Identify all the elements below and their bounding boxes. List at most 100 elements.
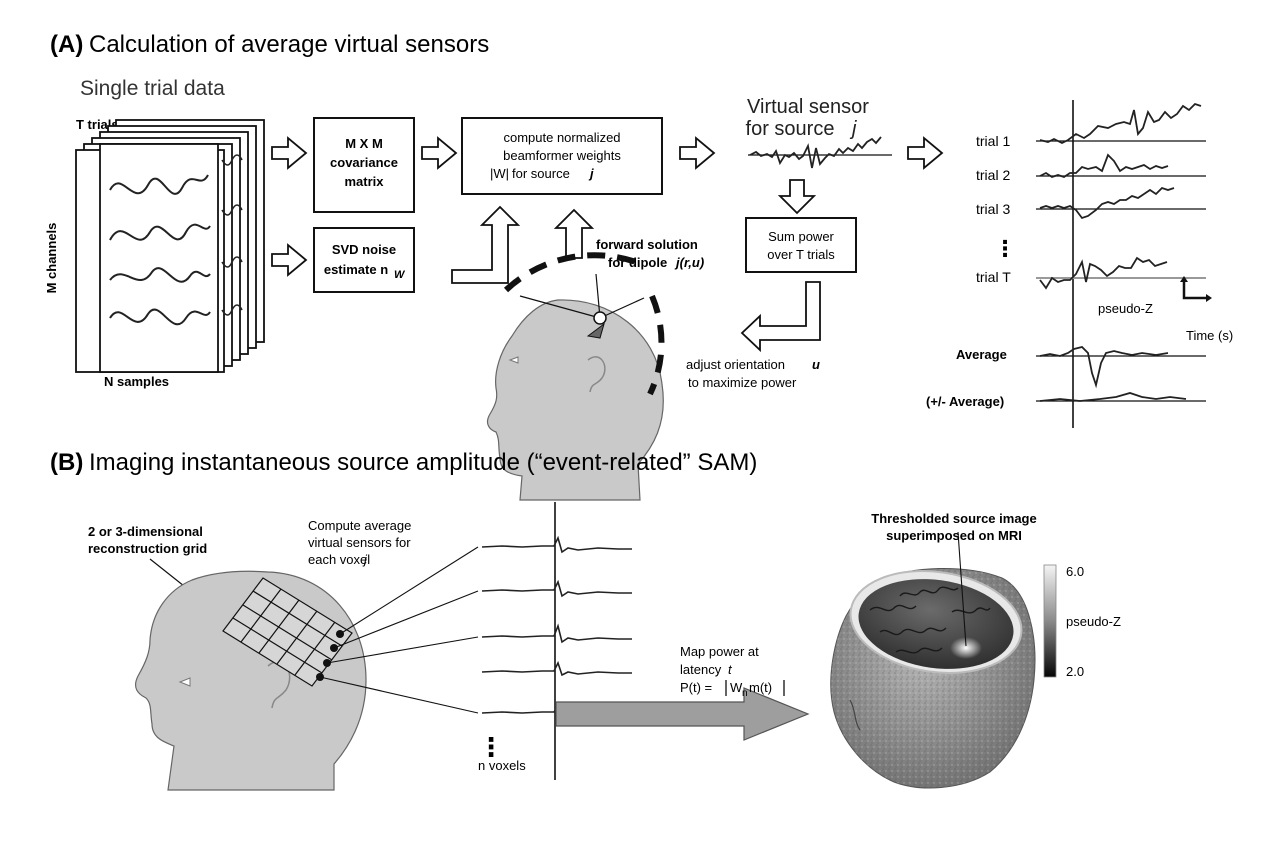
thresh-line: superimposed on MRI: [886, 528, 1022, 543]
arrow-elbow-left: [740, 281, 821, 353]
trial-label: trial 1: [976, 133, 1010, 149]
cov-box-line: covariance: [330, 155, 398, 170]
voxel-traces: ⋮ n voxels: [478, 502, 632, 780]
formula-prefix: P(t) =: [680, 680, 712, 695]
sensor-ray: [599, 297, 645, 319]
arrow-right: [679, 136, 716, 170]
trial-trace: [1039, 256, 1168, 290]
trials-column: trial 1 trial 2 trial 3 ⋮ trial T pseudo…: [926, 100, 1233, 428]
source-hotspot: [950, 637, 982, 659]
voxel-vdots: ⋮: [478, 732, 504, 762]
svd-box-line: SVD noise: [332, 242, 396, 257]
channel-wave: [109, 223, 211, 241]
scale-bar-icon: [1182, 278, 1208, 300]
voxel-trace: [481, 535, 632, 554]
arrow-right: [271, 136, 308, 170]
compute-line: each voxel: [308, 552, 370, 567]
average-trace: [1039, 346, 1169, 389]
pseudo-z-label: pseudo-Z: [1098, 301, 1153, 316]
average-label: Average: [956, 347, 1007, 362]
sensor-ray: [595, 273, 601, 319]
scale-arrow-up-icon: [1180, 276, 1188, 282]
dipole-icon: [593, 311, 607, 325]
vs-line: for source: [746, 118, 835, 140]
virtual-sensor-label: Virtual sensor for source j: [746, 96, 870, 140]
map-label: Map power at latency t P(t) = W n m(t): [680, 644, 785, 699]
brain-sulci: [869, 586, 991, 654]
arrow-elbow-up: [451, 205, 521, 284]
forward-line: forward solution: [596, 237, 698, 252]
eye-icon: [178, 677, 191, 687]
head-profile-a: [486, 252, 665, 501]
adjust-line-ital: u: [812, 357, 820, 372]
trial-label: trial 2: [976, 167, 1010, 183]
map-line: Map power at: [680, 644, 759, 659]
beam-box-line: beamformer weights: [503, 148, 621, 163]
eye-icon: [508, 356, 519, 364]
panel-b-letter: (B): [50, 449, 83, 476]
voxel-trace: [481, 579, 632, 598]
panel-a-title: Calculation of average virtual sensors: [89, 31, 489, 58]
map-line: latency: [680, 662, 722, 677]
arrow-right: [421, 136, 458, 170]
arrow-right: [907, 136, 944, 170]
svd-box: SVD noise estimate n W: [313, 227, 415, 293]
svd-subscript: W: [394, 269, 406, 281]
beam-box-line: compute normalized: [503, 130, 620, 145]
compute-line: Compute average: [308, 518, 411, 533]
trial-stack: [75, 119, 265, 373]
sum-box-line: over T trials: [767, 247, 835, 262]
cov-box-line: matrix: [344, 174, 384, 189]
single-trial-heading: Single trial data: [80, 77, 225, 100]
beamformer-box: compute normalized beamformer weights |W…: [461, 117, 663, 195]
arrows-a: [271, 136, 944, 353]
forward-label: forward solution for dipole j(r,u): [596, 237, 704, 270]
cov-box: M X M covariance matrix: [313, 117, 415, 213]
panel-b-header: (B) Imaging instantaneous source amplitu…: [50, 449, 757, 476]
forward-line: for dipole: [608, 255, 667, 270]
svd-box-line: estimate n: [324, 262, 388, 277]
adjust-label: adjust orientation u to maximize power: [686, 357, 820, 390]
mri-head-render: [830, 531, 1036, 789]
trial-vdots: ⋮: [994, 236, 1016, 261]
panel-a-letter: (A): [50, 31, 83, 58]
compute-label: Compute average virtual sensors for each…: [308, 518, 411, 567]
pm-average-label: (+/- Average): [926, 394, 1004, 409]
time-axis-label: Time (s): [1186, 328, 1233, 343]
colorbar-max: 6.0: [1066, 564, 1084, 579]
beam-j: j: [588, 166, 594, 181]
channel-wave: [109, 267, 211, 283]
trial-sheet-front: [99, 143, 219, 373]
colorbar: 6.0 pseudo-Z 2.0: [1043, 564, 1121, 679]
channel-waves: [109, 174, 211, 326]
virtual-sensor-trace: [748, 136, 892, 169]
n-voxels-label: n voxels: [478, 758, 526, 773]
colorbar-label: pseudo-Z: [1066, 614, 1121, 629]
voxel-leaders: [319, 546, 479, 714]
sum-box: Sum power over T trials: [745, 217, 857, 273]
n-samples-label: N samples: [104, 374, 169, 389]
arrow-down: [777, 179, 817, 215]
thresh-label: Thresholded source image superimposed on…: [871, 511, 1036, 543]
channel-wave: [109, 174, 209, 195]
trial-trace: [1039, 102, 1202, 145]
channel-wave: [109, 308, 211, 326]
reconstruction-grid: [222, 577, 353, 687]
formula-rest: m(t): [749, 680, 772, 695]
back-sheet-waves: [221, 154, 243, 316]
head-silhouette: [486, 299, 664, 501]
voxel-trace: [481, 660, 632, 677]
trial-label: trial 3: [976, 201, 1010, 217]
dipole-arrow-icon: [586, 322, 605, 339]
adjust-line: to maximize power: [688, 375, 797, 390]
sum-box-line: Sum power: [768, 229, 834, 244]
grid-label-line: reconstruction grid: [88, 541, 207, 556]
trial-trace: [1039, 153, 1169, 178]
formula-w: W: [730, 680, 743, 695]
vs-line-ital: j: [849, 118, 857, 140]
adjust-line: adjust orientation: [686, 357, 785, 372]
forward-line-ital: j(r,u): [674, 255, 704, 270]
colorbar-gradient: [1043, 564, 1057, 678]
beam-box-line: for source: [512, 166, 570, 181]
